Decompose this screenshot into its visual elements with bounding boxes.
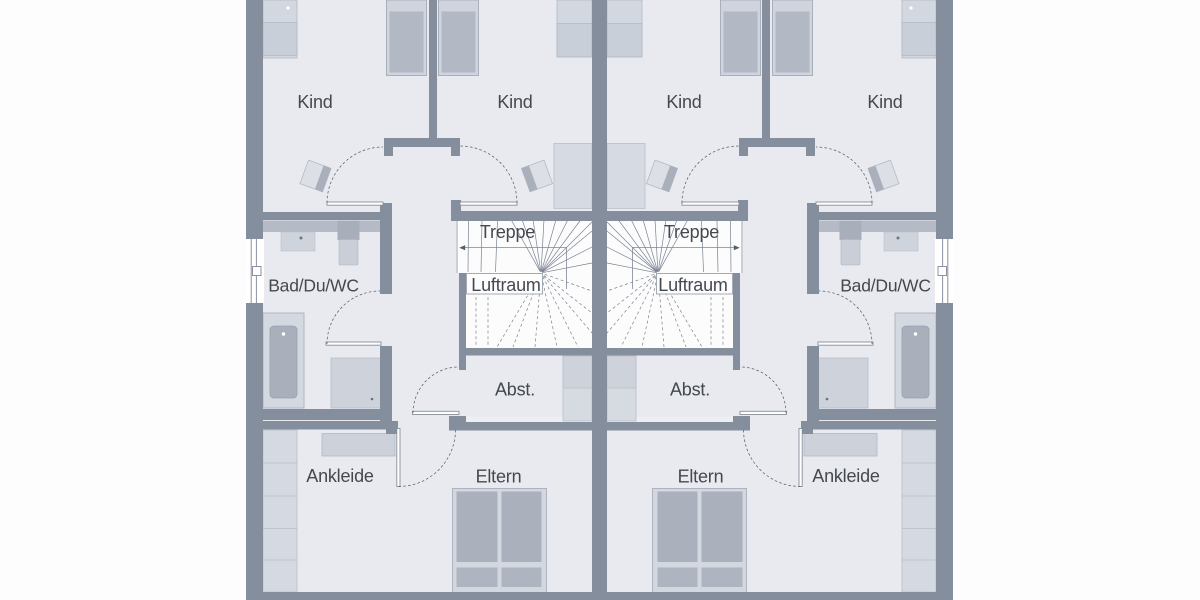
svg-text:Kind: Kind (666, 92, 701, 112)
svg-text:Bad/Du/WC: Bad/Du/WC (268, 276, 359, 296)
svg-text:Ankleide: Ankleide (306, 466, 374, 486)
svg-text:Kind: Kind (497, 92, 532, 112)
svg-text:Ankleide: Ankleide (812, 466, 880, 486)
svg-text:Luftraum: Luftraum (471, 275, 540, 295)
svg-text:Bad/Du/WC: Bad/Du/WC (840, 276, 931, 296)
svg-text:Kind: Kind (867, 92, 902, 112)
svg-text:Luftraum: Luftraum (658, 275, 727, 295)
svg-text:Abst.: Abst. (670, 380, 710, 400)
svg-text:Kind: Kind (297, 92, 332, 112)
svg-text:Eltern: Eltern (476, 467, 522, 487)
svg-text:Treppe: Treppe (480, 222, 535, 242)
svg-text:Abst.: Abst. (495, 380, 535, 400)
svg-text:Eltern: Eltern (678, 467, 724, 487)
svg-text:Treppe: Treppe (664, 222, 719, 242)
